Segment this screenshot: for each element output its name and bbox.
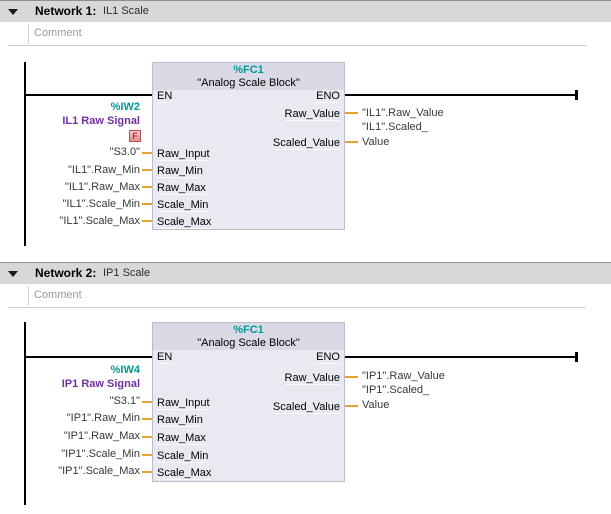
operand-scale-min[interactable]: "IL1".Scale_Min: [62, 198, 140, 210]
operand-raw-min[interactable]: "IP1".Raw_Min: [66, 412, 140, 424]
operand-scale-max[interactable]: "IL1".Scale_Max: [59, 215, 140, 227]
operand-raw-value[interactable]: "IL1".Raw_Value: [362, 107, 444, 119]
output-pin-scaled-value: Scaled_Value: [272, 401, 340, 414]
operand-address[interactable]: %IW4: [110, 364, 140, 376]
operand-raw-max[interactable]: "IL1".Raw_Max: [64, 181, 140, 193]
network-number: Network 2:: [35, 266, 97, 280]
comment-placeholder: Comment: [34, 289, 82, 301]
network-number: Network 1:: [35, 4, 97, 18]
operand-scaled-value-line1[interactable]: "IP1".Scaled_: [362, 384, 430, 396]
input-pin-raw-max: Raw_Max: [157, 182, 206, 195]
network-2: Network 2: IP1 Scale Comment %FC1 "Analo…: [0, 262, 611, 514]
network-1: Network 1: IL1 Scale Comment %FC1 "Analo…: [0, 0, 611, 246]
operand-raw-min[interactable]: "IL1".Raw_Min: [67, 164, 140, 176]
operand-scaled-value-line1[interactable]: "IL1".Scaled_: [362, 121, 428, 133]
output-wire: [345, 376, 358, 378]
operand-scaled-value-line2[interactable]: Value: [362, 399, 390, 411]
input-pin-raw-min: Raw_Min: [157, 165, 203, 178]
power-rail: [24, 62, 26, 246]
comment-separator: [8, 45, 586, 46]
operand-tag-name[interactable]: IP1 Raw Signal: [61, 378, 140, 390]
operand-raw-max[interactable]: "IP1".Raw_Max: [63, 430, 140, 442]
input-pin-raw-min: Raw_Min: [157, 414, 203, 427]
network-comment-field[interactable]: Comment: [28, 286, 587, 306]
network-1-header[interactable]: Network 1: IL1 Scale: [0, 0, 611, 22]
input-wire: [142, 169, 152, 171]
operand-raw-value[interactable]: "IP1".Raw_Value: [362, 370, 445, 382]
input-wire: [142, 203, 152, 205]
input-pin-scale-min: Scale_Min: [157, 199, 209, 212]
output-wire: [345, 112, 358, 114]
input-wire: [142, 186, 152, 188]
input-wire: [142, 401, 152, 403]
force-F-badge-icon: F: [129, 130, 141, 142]
operand-tag-name[interactable]: IL1 Raw Signal: [62, 115, 140, 127]
eno-wire: [345, 94, 576, 96]
output-pin-raw-value: Raw_Value: [284, 372, 340, 385]
input-pin-scale-max: Scale_Max: [157, 216, 212, 229]
output-pin-scaled-value: Scaled_Value: [272, 137, 340, 150]
operand-raw-input[interactable]: "S3.0": [109, 146, 140, 158]
block-header: %FC1 "Analog Scale Block": [153, 63, 344, 90]
operand-scaled-value-line2[interactable]: Value: [362, 136, 390, 148]
block-address: %FC1: [233, 64, 264, 76]
eno-pin: ENO: [316, 90, 340, 103]
operand-scale-max[interactable]: "IP1".Scale_Max: [58, 465, 140, 477]
input-pin-raw-max: Raw_Max: [157, 432, 206, 445]
rung-end-cap: [575, 90, 578, 100]
collapse-arrow-icon[interactable]: [8, 271, 18, 277]
input-wire: [142, 220, 152, 222]
input-wire: [142, 454, 152, 456]
rung-end-cap: [575, 352, 578, 362]
en-pin: EN: [157, 351, 173, 364]
network-comment-field[interactable]: Comment: [28, 24, 587, 44]
output-wire: [345, 141, 358, 143]
comment-separator: [8, 307, 586, 308]
input-pin-raw-input: Raw_Input: [157, 397, 210, 410]
comment-placeholder: Comment: [34, 27, 82, 39]
block-name: "Analog Scale Block": [197, 77, 300, 89]
power-rail: [24, 322, 26, 505]
fc-block[interactable]: %FC1 "Analog Scale Block" EN ENO Raw_Val…: [152, 322, 345, 482]
en-pin: EN: [157, 90, 173, 103]
input-pin-scale-max: Scale_Max: [157, 467, 212, 480]
collapse-arrow-icon[interactable]: [8, 9, 18, 15]
en-wire: [26, 356, 152, 358]
eno-wire: [345, 356, 576, 358]
fc-block[interactable]: %FC1 "Analog Scale Block" EN ENO Raw_Val…: [152, 62, 345, 230]
input-wire: [142, 471, 152, 473]
block-header: %FC1 "Analog Scale Block": [153, 323, 344, 350]
network-2-header[interactable]: Network 2: IP1 Scale: [0, 262, 611, 284]
eno-pin: ENO: [316, 351, 340, 364]
network-title[interactable]: IP1 Scale: [103, 267, 151, 279]
input-wire: [142, 152, 152, 154]
input-pin-scale-min: Scale_Min: [157, 450, 209, 463]
network-title[interactable]: IL1 Scale: [103, 5, 149, 17]
block-address: %FC1: [233, 324, 264, 336]
en-wire: [26, 94, 152, 96]
output-pin-raw-value: Raw_Value: [284, 108, 340, 121]
operand-raw-input[interactable]: "S3.1": [109, 395, 140, 407]
input-wire: [142, 436, 152, 438]
input-pin-raw-input: Raw_Input: [157, 148, 210, 161]
operand-address[interactable]: %IW2: [110, 101, 140, 113]
output-wire: [345, 405, 358, 407]
block-name: "Analog Scale Block": [197, 337, 300, 349]
input-wire: [142, 418, 152, 420]
operand-scale-min[interactable]: "IP1".Scale_Min: [61, 448, 140, 460]
